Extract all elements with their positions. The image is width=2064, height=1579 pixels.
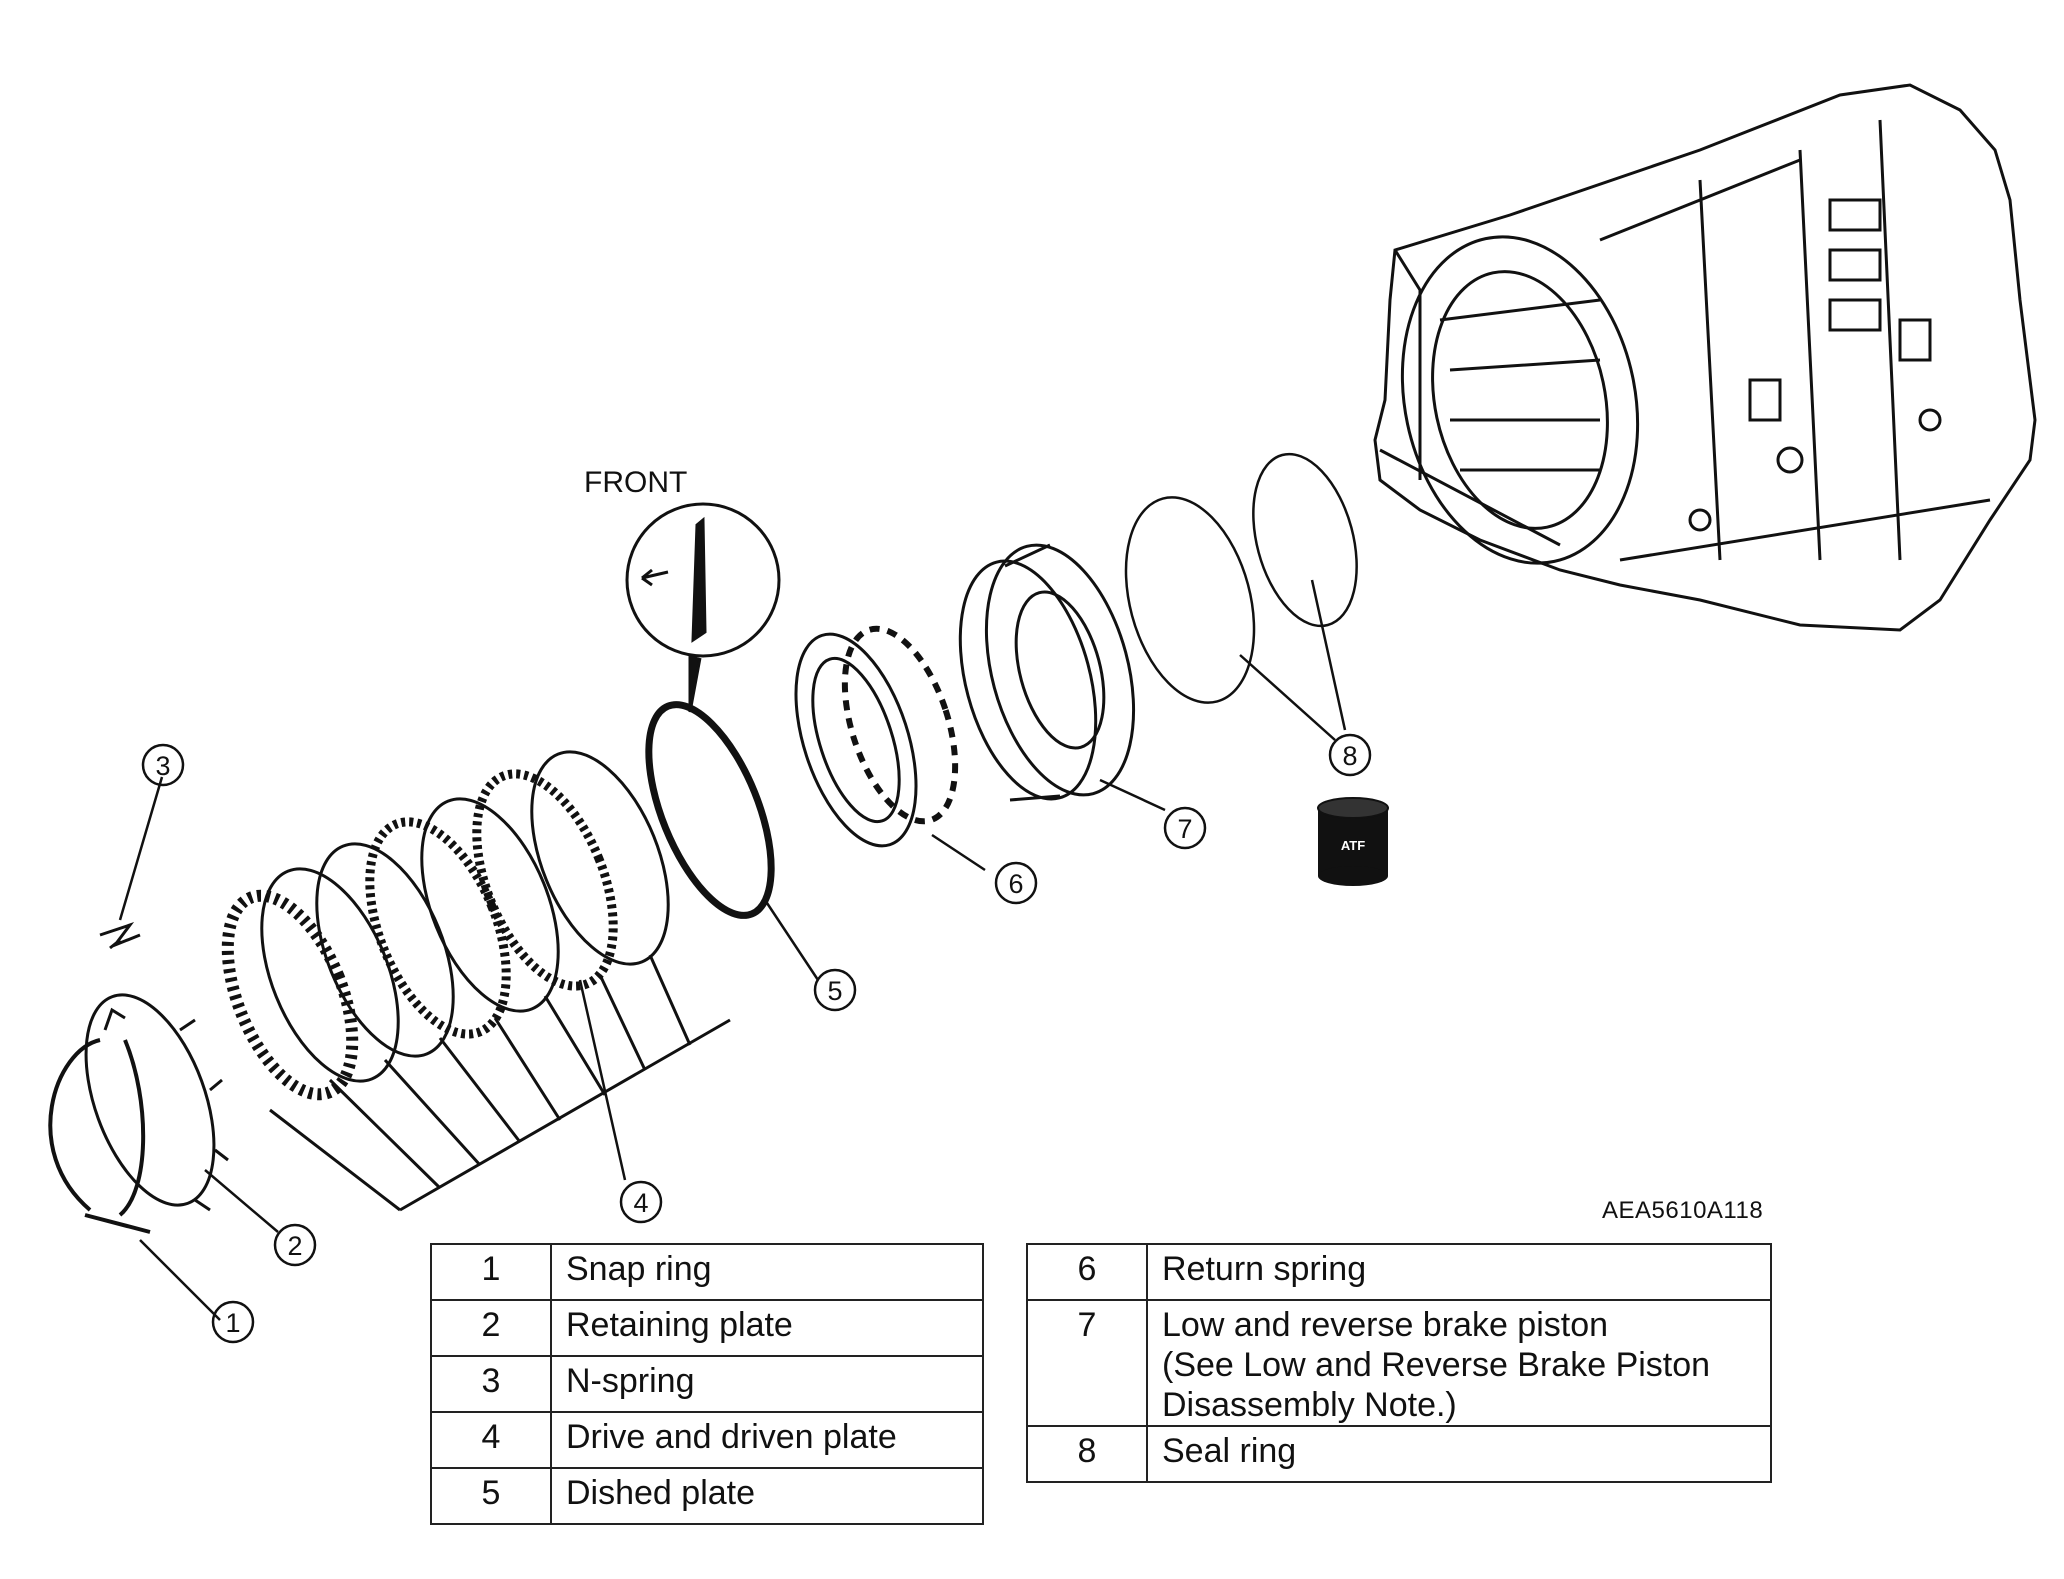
front-detail-pointer xyxy=(688,655,702,713)
callout-circle-3 xyxy=(141,743,185,787)
callout-circle-2 xyxy=(273,1223,317,1267)
brake-piston xyxy=(958,543,1136,802)
callout-circle-6 xyxy=(994,861,1038,905)
legend-number: 5 xyxy=(430,1467,552,1525)
legend-row: 6 Return spring xyxy=(1026,1243,1772,1301)
legend-text: Drive and driven plate xyxy=(550,1411,984,1469)
legend-row: 5 Dished plate xyxy=(430,1467,984,1525)
front-label: FRONT xyxy=(584,466,687,499)
legend-text: Seal ring xyxy=(1146,1425,1772,1483)
front-detail-bubble xyxy=(625,502,781,658)
legend-number: 1 xyxy=(430,1243,552,1301)
legend-text: Snap ring xyxy=(550,1243,984,1301)
seal-ring-small xyxy=(1252,452,1358,628)
callout-8: 8 xyxy=(1342,741,1357,771)
callout-circle-4 xyxy=(619,1180,663,1224)
callout-6: 6 xyxy=(1008,869,1023,899)
legend-text: Low and reverse brake piston (See Low an… xyxy=(1146,1299,1772,1427)
legend-row: 3 N-spring xyxy=(430,1355,984,1413)
parts-legend-right: 6 Return spring 7 Low and reverse brake … xyxy=(1026,1243,1772,1483)
legend-number: 6 xyxy=(1026,1243,1148,1301)
callout-circle-1 xyxy=(211,1300,255,1344)
atf-label: ATF xyxy=(1341,838,1365,853)
legend-row: 8 Seal ring xyxy=(1026,1425,1772,1483)
legend-row: 2 Retaining plate xyxy=(430,1299,984,1357)
return-spring xyxy=(794,625,959,848)
callout-4: 4 xyxy=(633,1188,648,1218)
legend-number: 7 xyxy=(1026,1299,1148,1427)
callout-1: 1 xyxy=(225,1308,240,1338)
callout-circle-5 xyxy=(813,968,857,1012)
atf-container-icon: ATF xyxy=(1317,797,1389,886)
parts-legend-left: 1 Snap ring 2 Retaining plate 3 N-spring… xyxy=(430,1243,984,1525)
leader-lines xyxy=(118,579,1347,1321)
reference-code: AEA5610A118 xyxy=(1602,1197,1764,1224)
legend-number: 4 xyxy=(430,1411,552,1469)
callout-3: 3 xyxy=(155,751,170,781)
dished-plate xyxy=(645,701,775,919)
legend-text: N-spring xyxy=(550,1355,984,1413)
legend-number: 3 xyxy=(430,1355,552,1413)
seal-ring-large xyxy=(1124,496,1256,704)
legend-number: 8 xyxy=(1026,1425,1148,1483)
legend-text-line: (See Low and Reverse Brake Piston xyxy=(1162,1346,1711,1384)
n-spring xyxy=(99,922,141,950)
retaining-plate xyxy=(84,993,229,1212)
legend-text: Return spring xyxy=(1146,1243,1772,1301)
legend-row: 1 Snap ring xyxy=(430,1243,984,1301)
callout-2: 2 xyxy=(287,1231,302,1261)
callout-circle-8 xyxy=(1328,733,1372,777)
legend-text-line: Low and reverse brake piston xyxy=(1162,1306,1609,1344)
drive-driven-plates xyxy=(221,750,731,1212)
callout-circle-7 xyxy=(1163,806,1207,850)
callout-7: 7 xyxy=(1177,814,1192,844)
snap-ring xyxy=(48,1038,151,1234)
legend-number: 2 xyxy=(430,1299,552,1357)
legend-text-line: Disassembly Note.) xyxy=(1162,1386,1457,1424)
callout-5: 5 xyxy=(827,976,842,1006)
legend-text: Retaining plate xyxy=(550,1299,984,1357)
legend-row: 7 Low and reverse brake piston (See Low … xyxy=(1026,1299,1772,1427)
transmission-case xyxy=(1373,83,2037,632)
legend-text: Dished plate xyxy=(550,1467,984,1525)
legend-row: 4 Drive and driven plate xyxy=(430,1411,984,1469)
